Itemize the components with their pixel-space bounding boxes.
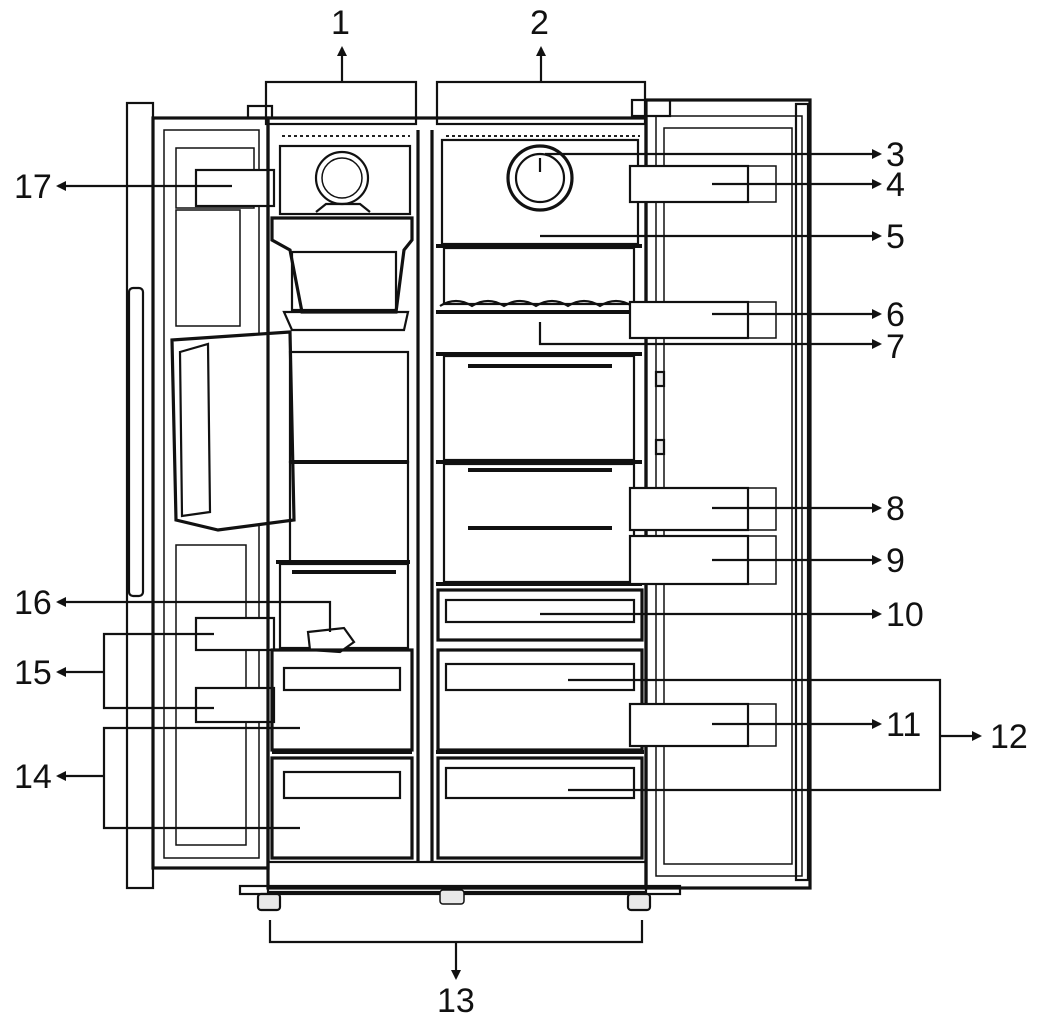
callout-16: 16	[14, 584, 52, 622]
leveling-foot-left	[256, 892, 282, 912]
callout-9: 9	[886, 542, 905, 580]
bracket-13	[268, 920, 644, 944]
crisper-drawer-lower	[436, 756, 644, 860]
callout-17: 17	[14, 168, 52, 206]
callout-13: 13	[437, 982, 475, 1017]
callout-1: 1	[331, 4, 350, 42]
fridge-door	[628, 98, 812, 890]
callout-leaders	[56, 46, 982, 980]
door-bin-fridge-2	[628, 300, 750, 340]
bracket-12	[568, 678, 942, 792]
wine-rack	[439, 299, 633, 308]
callout-15: 15	[14, 654, 52, 692]
leveling-foot-right	[626, 892, 652, 912]
callout-numbers: 1 2 3 4 5 6 7 8 9 10 11 12 13 14 15 16 1…	[14, 4, 1028, 1017]
callout-12: 12	[990, 718, 1028, 756]
ice-bucket-door	[170, 330, 296, 532]
freezer-door	[125, 101, 296, 890]
callout-11: 11	[886, 706, 921, 744]
callout-2: 2	[530, 4, 549, 42]
callout-3: 3	[886, 136, 905, 174]
door-bin-freezer-2	[194, 686, 276, 724]
door-bin-upper-freezer	[194, 168, 276, 208]
leader-16	[56, 597, 332, 632]
door-handle	[127, 286, 145, 598]
callout-4: 4	[886, 166, 905, 204]
callout-6: 6	[886, 296, 905, 334]
freezer-drawer	[270, 756, 414, 860]
ice-tray	[306, 626, 356, 654]
temperature-dial	[506, 144, 574, 212]
callout-5: 5	[886, 218, 905, 256]
callout-8: 8	[886, 490, 905, 528]
fresh-food-compartment	[436, 135, 644, 860]
callout-7: 7	[886, 328, 905, 366]
leader-7	[538, 322, 882, 349]
callout-14: 14	[14, 758, 52, 796]
callout-10: 10	[886, 596, 924, 634]
cabinet	[238, 80, 682, 912]
freezer-compartment	[270, 135, 414, 860]
bracket-14	[102, 726, 300, 830]
